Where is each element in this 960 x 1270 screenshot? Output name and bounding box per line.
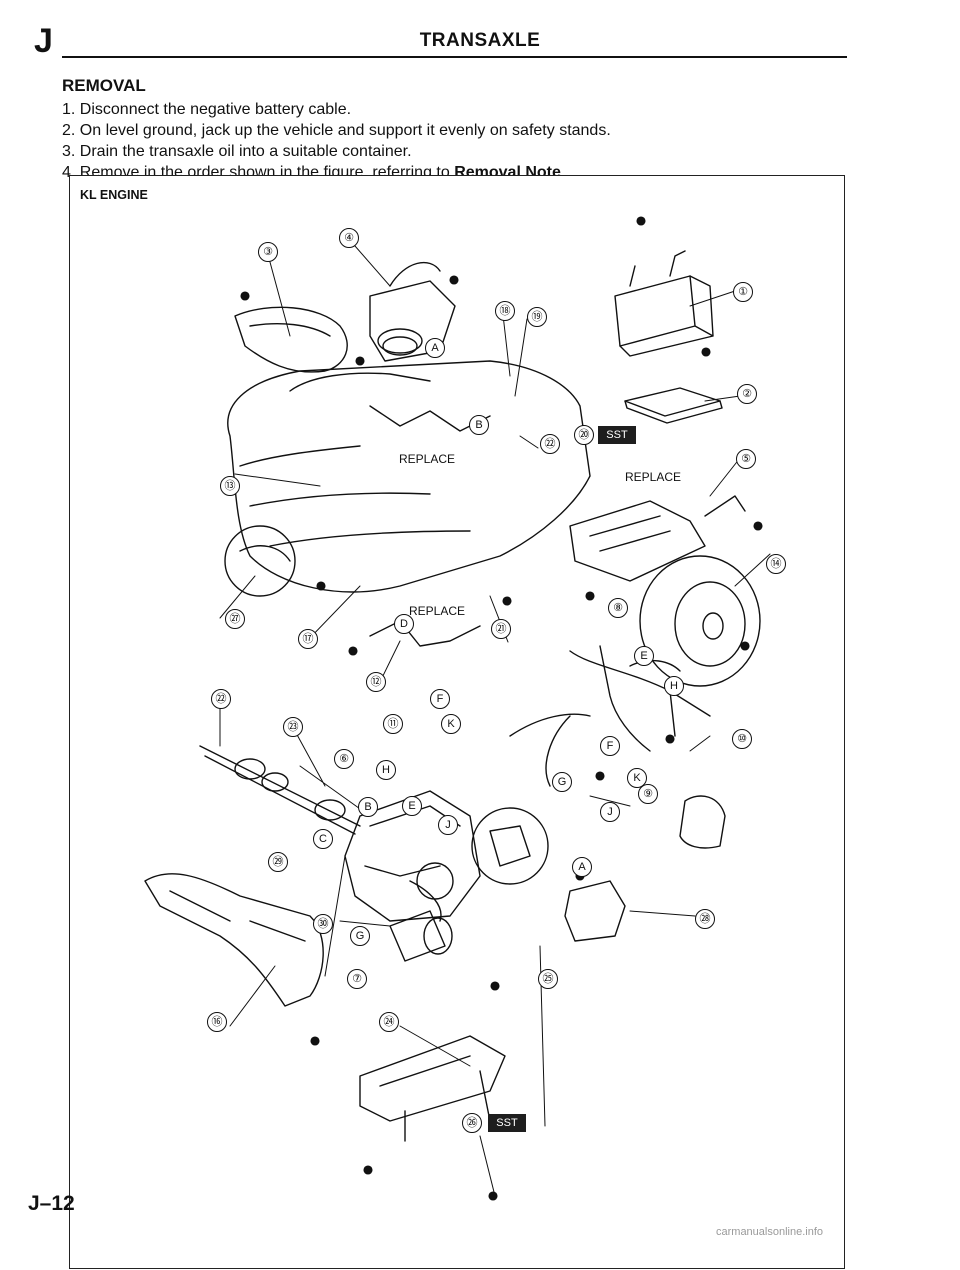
ref-j-upper: J bbox=[438, 815, 458, 835]
ref-d: D bbox=[394, 614, 414, 634]
callout-29: ㉙ bbox=[268, 852, 288, 872]
callout-24: ㉔ bbox=[379, 1012, 399, 1032]
ref-c: C bbox=[313, 829, 333, 849]
callout-14: ⑭ bbox=[766, 554, 786, 574]
callout-6: ⑥ bbox=[334, 749, 354, 769]
removal-step-4-end: . bbox=[560, 164, 566, 181]
callout-21: ㉑ bbox=[491, 619, 511, 639]
removal-steps: 1. Disconnect the negative battery cable… bbox=[62, 99, 611, 183]
ref-g-lower: G bbox=[552, 772, 572, 792]
page-number: J–12 bbox=[28, 1192, 75, 1215]
callout-16: ⑯ bbox=[207, 1012, 227, 1032]
ref-b-lower: B bbox=[358, 797, 378, 817]
watermark: carmanualsonline.info bbox=[716, 1226, 824, 1238]
sst-badge-26: SST bbox=[488, 1114, 526, 1132]
callout-25: ㉕ bbox=[538, 969, 558, 989]
drive-shaft bbox=[199, 745, 361, 835]
ref-e-upper: E bbox=[634, 646, 654, 666]
callout-10: ⑩ bbox=[732, 729, 752, 749]
callout-27: ㉗ bbox=[225, 609, 245, 629]
figure-label: KL ENGINE bbox=[80, 188, 148, 202]
callout-18: ⑱ bbox=[495, 301, 515, 321]
page-title: TRANSAXLE bbox=[419, 30, 541, 51]
callout-12: ⑫ bbox=[366, 672, 386, 692]
ref-h-upper: H bbox=[664, 676, 684, 696]
removal-step-3: 3. Drain the transaxle oil into a suitab… bbox=[62, 143, 412, 160]
front-wheel bbox=[639, 555, 761, 687]
callout-8: ⑧ bbox=[608, 598, 628, 618]
ref-f-lower: F bbox=[600, 736, 620, 756]
starter-motor bbox=[389, 910, 446, 962]
callout-28: ㉘ bbox=[695, 909, 715, 929]
callout-1: ① bbox=[733, 282, 753, 302]
engine-bay-outline bbox=[227, 360, 591, 593]
ref-f-upper: F bbox=[430, 689, 450, 709]
replace-label-1: REPLACE bbox=[397, 452, 458, 466]
section-letter: J bbox=[34, 22, 53, 60]
ref-b-upper: B bbox=[469, 415, 489, 435]
callout-19: ⑲ bbox=[527, 307, 547, 327]
lower-mount bbox=[359, 1035, 506, 1122]
callout-30: ㉚ bbox=[313, 914, 333, 934]
callout-9: ⑨ bbox=[638, 784, 658, 804]
callout-22-lower: ㉒ bbox=[211, 689, 231, 709]
engine-mount bbox=[564, 880, 626, 942]
intake-pipe bbox=[234, 306, 348, 373]
transaxle-case bbox=[344, 790, 481, 922]
callout-23: ㉓ bbox=[283, 717, 303, 737]
ref-h-lower: H bbox=[376, 760, 396, 780]
ref-a-upper: A bbox=[425, 338, 445, 358]
ref-e-lower: E bbox=[402, 796, 422, 816]
rear-mount bbox=[679, 795, 726, 849]
replace-label-2: REPLACE bbox=[623, 470, 684, 484]
exploded-view-figure: KL ENGINE bbox=[69, 175, 845, 1269]
detail-circle-shift bbox=[224, 525, 296, 597]
detail-circle-mount bbox=[471, 807, 549, 885]
wiring-harness bbox=[509, 645, 711, 752]
callout-2: ② bbox=[737, 384, 757, 404]
ref-k-upper: K bbox=[441, 714, 461, 734]
removal-step-1: 1. Disconnect the negative battery cable… bbox=[62, 101, 352, 118]
callout-5: ⑤ bbox=[736, 449, 756, 469]
removal-section: REMOVAL 1. Disconnect the negative batte… bbox=[62, 76, 611, 183]
callout-22-upper: ㉒ bbox=[540, 434, 560, 454]
ref-g-upper: G bbox=[350, 926, 370, 946]
exploded-view-diagram bbox=[144, 216, 771, 1201]
replace-label-3: REPLACE bbox=[407, 604, 468, 618]
callout-7: ⑦ bbox=[347, 969, 367, 989]
ref-j-lower: J bbox=[600, 802, 620, 822]
ref-k-lower: K bbox=[627, 768, 647, 788]
header-rule bbox=[62, 56, 847, 58]
callout-11: ⑪ bbox=[383, 714, 403, 734]
callout-20: ⑳ bbox=[574, 425, 594, 445]
sst-badge-20: SST bbox=[598, 426, 636, 444]
shift-cable bbox=[369, 620, 481, 647]
callout-26: ㉖ bbox=[462, 1113, 482, 1133]
callout-17: ⑰ bbox=[298, 629, 318, 649]
removal-step-2: 2. On level ground, jack up the vehicle … bbox=[62, 122, 611, 139]
callout-3: ③ bbox=[258, 242, 278, 262]
splash-shield bbox=[569, 500, 706, 582]
callout-13: ⑬ bbox=[220, 476, 240, 496]
callout-4: ④ bbox=[339, 228, 359, 248]
ref-a-lower: A bbox=[572, 857, 592, 877]
crossmember bbox=[144, 873, 324, 1007]
battery bbox=[614, 275, 696, 347]
removal-heading: REMOVAL bbox=[62, 76, 146, 95]
